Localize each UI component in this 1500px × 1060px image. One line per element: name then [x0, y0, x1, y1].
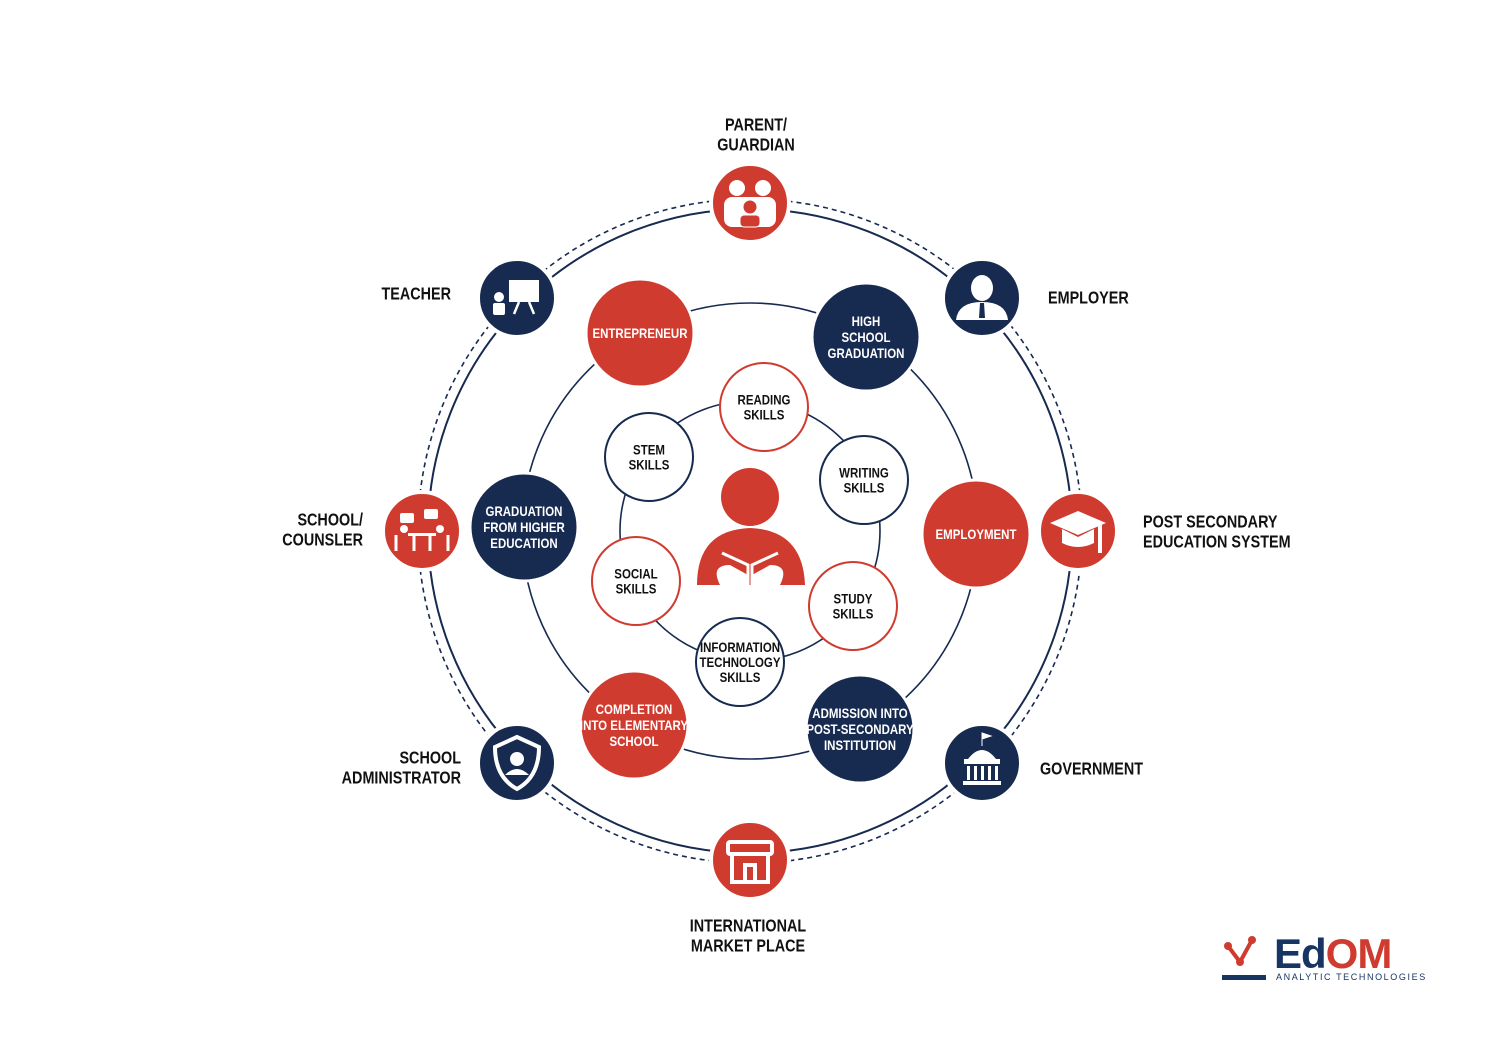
label-line: SKILLS — [744, 406, 785, 422]
capitol-building-icon — [963, 732, 1001, 785]
label-line: ADMISSION INTO — [812, 705, 907, 721]
label-line: TECHNOLOGY — [700, 654, 781, 670]
label-line: SKILLS — [720, 669, 761, 685]
logo-graph-icon — [1224, 936, 1256, 966]
stakeholder-parent-guardian[interactable]: PARENT/GUARDIAN — [709, 115, 795, 244]
label-line: GOVERNMENT — [1040, 759, 1143, 779]
label-line: SKILLS — [616, 580, 657, 596]
label-line: STEM — [633, 441, 665, 457]
label-line: EMPLOYER — [1048, 288, 1129, 308]
label-line: SKILLS — [833, 605, 874, 621]
label-line: EMPLOYMENT — [936, 526, 1017, 542]
stakeholder-label: SCHOOL/COUNSLER — [282, 510, 363, 550]
label-line: COUNSLER — [282, 530, 363, 550]
businessman-icon — [956, 275, 1008, 320]
edom-logo: EdOM ANALYTIC TECHNOLOGIES — [1222, 930, 1432, 986]
meeting-icon — [394, 509, 450, 551]
skill-circle — [719, 362, 809, 452]
label-line: FROM HIGHER — [483, 519, 565, 535]
logo-bar — [1222, 975, 1266, 980]
skill-circle — [604, 412, 694, 502]
stakeholder-circle — [381, 490, 463, 572]
stakeholder-label: GOVERNMENT — [1040, 759, 1143, 779]
label-line: GRADUATION — [828, 345, 905, 361]
label-line: INFORMATION — [700, 639, 780, 655]
skill-circle — [591, 536, 681, 626]
label-line: SOCIAL — [614, 565, 658, 581]
skill-circle — [808, 561, 898, 651]
skill-circle — [819, 435, 909, 525]
stakeholder-government[interactable]: GOVERNMENT — [941, 722, 1143, 804]
label-line: POST-SECONDARY — [806, 721, 914, 737]
label-line: EDUCATION SYSTEM — [1143, 532, 1291, 552]
milestone-circle — [920, 478, 1032, 590]
label-line: WRITING — [839, 464, 889, 480]
label-line: SCHOOL — [609, 733, 658, 749]
label-line: POST SECONDARY — [1143, 512, 1278, 532]
label-line: TEACHER — [381, 284, 451, 304]
milestone-circle — [804, 673, 916, 785]
label-line: MARKET PLACE — [691, 936, 805, 956]
logo-om: OM — [1325, 930, 1393, 977]
milestone-circle — [468, 471, 580, 583]
label-line: INSTITUTION — [824, 737, 896, 753]
label-line: COMPLETION — [596, 701, 673, 717]
storefront-icon — [726, 840, 774, 884]
milestone-employment[interactable]: EMPLOYMENT — [920, 478, 1032, 590]
shield-person-icon — [492, 734, 542, 792]
label-line: EDUCATION — [490, 535, 557, 551]
label-line: READING — [738, 391, 791, 407]
label-line: SCHOOL — [841, 329, 890, 345]
milestone-circle — [584, 277, 696, 389]
label-line: PARENT/ — [725, 115, 787, 135]
label-line: SKILLS — [629, 456, 670, 472]
label-line: HIGH — [852, 313, 881, 329]
label-line: ENTREPRENEUR — [592, 325, 687, 341]
label-line: INTERNATIONAL — [690, 916, 806, 936]
stakeholder-circle — [709, 819, 791, 901]
milestone-circle — [578, 669, 690, 781]
stakeholder-label: EMPLOYER — [1048, 288, 1129, 308]
milestone-circle — [810, 281, 922, 393]
family-icon — [724, 180, 776, 228]
graduation-cap-icon — [1050, 511, 1106, 553]
skill-circle — [695, 617, 785, 707]
stakeholder-employer[interactable]: EMPLOYER — [941, 257, 1129, 339]
milestone-entrepreneur[interactable]: ENTREPRENEUR — [584, 277, 696, 389]
stakeholder-school-counsler[interactable]: SCHOOL/COUNSLER — [282, 490, 463, 572]
presentation-board-icon — [493, 280, 539, 315]
stakeholder-teacher[interactable]: TEACHER — [381, 257, 558, 339]
label-line: SKILLS — [844, 479, 885, 495]
label-line: ADMINISTRATOR — [342, 768, 462, 788]
student-reading-icon — [697, 468, 805, 585]
label-line: SCHOOL — [399, 748, 461, 768]
logo-ed: Ed — [1274, 930, 1327, 977]
label-line: INTO ELEMENTARY — [580, 717, 689, 733]
stakeholder-label: PARENT/GUARDIAN — [717, 115, 795, 155]
stakeholder-label: TEACHER — [381, 284, 451, 304]
label-line: STUDY — [834, 590, 873, 606]
label-line: GRADUATION — [486, 503, 563, 519]
label-line: GUARDIAN — [717, 135, 795, 155]
label-line: SCHOOL/ — [297, 510, 363, 530]
logo-wordmark: EdOM — [1274, 930, 1393, 978]
logo-tagline: ANALYTIC TECHNOLOGIES — [1276, 972, 1427, 982]
